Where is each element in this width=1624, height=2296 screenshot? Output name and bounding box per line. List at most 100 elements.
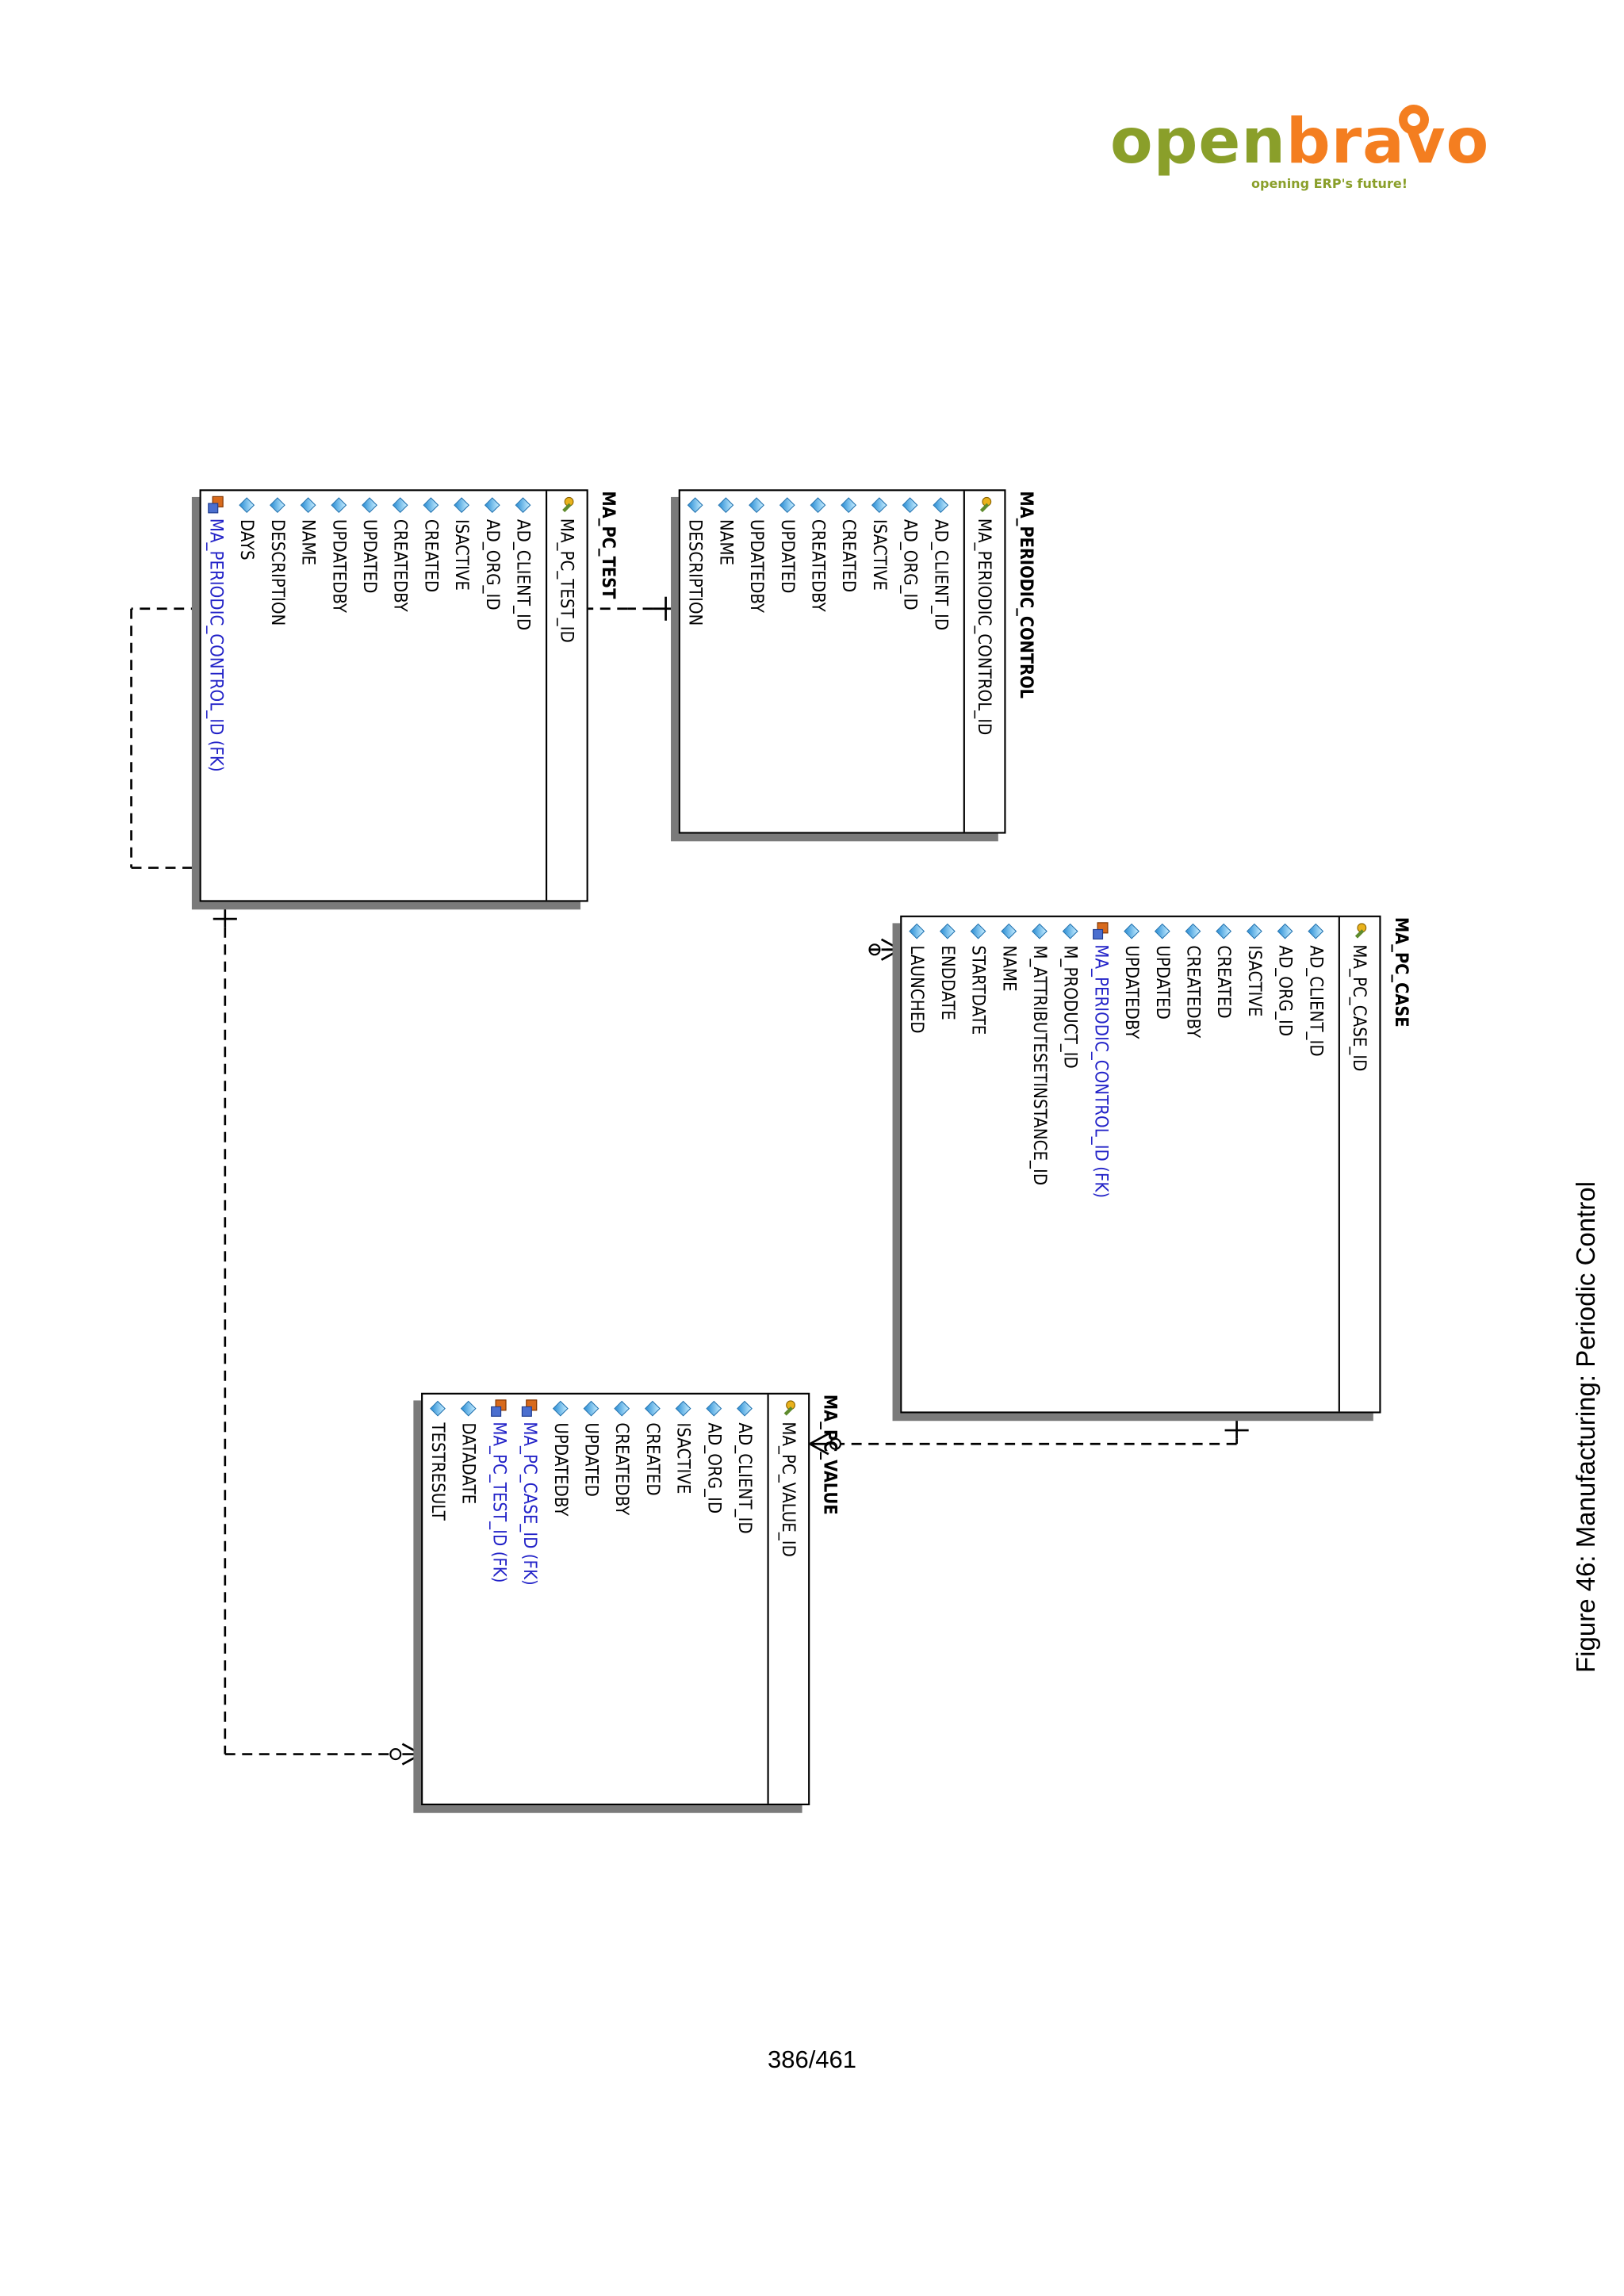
column-name: ISACTIVE xyxy=(451,519,473,591)
table-column: NAME xyxy=(994,917,1025,1412)
column-name: CREATED xyxy=(642,1422,664,1496)
column-name: CREATED xyxy=(838,519,860,593)
column-name: UPDATEDBY xyxy=(1121,945,1143,1039)
attribute-diamond-icon xyxy=(331,497,347,514)
foreign-key-icon xyxy=(1093,922,1110,939)
column-name: LAUNCHED xyxy=(906,945,928,1034)
column-name: UPDATED xyxy=(777,519,799,594)
column-name: STARTDATE xyxy=(968,945,989,1035)
logo-tagline: opening ERP's future! xyxy=(1251,176,1408,191)
attribute-diamond-icon xyxy=(239,497,255,514)
column-name: DATADATE xyxy=(458,1422,480,1505)
table-column: AD_ORG_ID xyxy=(895,491,926,832)
table-column: DESCRIPTION xyxy=(680,491,711,832)
table-ma-periodic-control: MA_PERIODIC_CONTROL MA_PERIODIC_CONTROL_… xyxy=(678,489,1036,834)
optional-circle xyxy=(829,1437,842,1450)
attribute-diamond-icon xyxy=(1063,923,1079,939)
table-column: AD_CLIENT_ID xyxy=(508,491,539,900)
table-column: ISACTIVE xyxy=(864,491,895,832)
column-name: AD_ORG_ID xyxy=(1275,945,1296,1037)
many-crowsfoot xyxy=(401,1753,422,1766)
column-name: UPDATEDBY xyxy=(746,519,768,614)
table-column: NAME xyxy=(711,491,742,832)
column-name: AD_CLIENT_ID xyxy=(1305,945,1327,1057)
column-name: UPDATED xyxy=(581,1422,602,1497)
figure-caption: Figure 46: Manufacturing: Periodic Contr… xyxy=(1570,1181,1600,1673)
attribute-diamond-icon xyxy=(718,497,734,514)
table-column: CREATEDBY xyxy=(385,491,416,900)
table-column: DAYS xyxy=(232,491,262,900)
attribute-diamond-icon xyxy=(1247,923,1263,939)
table-column: AD_CLIENT_ID xyxy=(730,1395,760,1804)
column-name: CREATEDBY xyxy=(390,519,412,612)
table-column: M_ATTRIBUTESETINSTANCE_ID xyxy=(1025,917,1055,1412)
table-column: DESCRIPTION xyxy=(262,491,293,900)
table-column: UPDATED xyxy=(772,491,803,832)
attribute-diamond-icon xyxy=(1277,923,1293,939)
column-name: UPDATED xyxy=(359,519,381,594)
table-column: DATADATE xyxy=(454,1395,485,1804)
attribute-diamond-icon xyxy=(270,497,286,514)
primary-key-name: MA_PC_TEST_ID xyxy=(556,518,577,643)
key-icon xyxy=(976,496,994,514)
openbravo-logo: openbravo opening ERP's future! xyxy=(1110,105,1488,198)
column-name: NAME xyxy=(716,519,737,566)
primary-key-name: MA_PERIODIC_CONTROL_ID xyxy=(974,518,995,736)
attribute-diamond-icon xyxy=(393,497,409,514)
attribute-diamond-icon xyxy=(301,497,317,514)
logo-mark-icon xyxy=(1399,105,1429,135)
table-column: LAUNCHED xyxy=(902,917,933,1412)
attribute-diamond-icon xyxy=(749,497,765,514)
attribute-diamond-icon xyxy=(1185,923,1201,939)
primary-key-row: MA_PERIODIC_CONTROL_ID xyxy=(963,491,1005,832)
column-name: UPDATEDBY xyxy=(550,1422,572,1517)
attribute-diamond-icon xyxy=(933,497,949,514)
column-name: CREATEDBY xyxy=(1183,945,1204,1039)
table-column: NAME xyxy=(293,491,324,900)
column-name: DESCRIPTION xyxy=(267,519,289,626)
attribute-diamond-icon xyxy=(810,497,826,514)
attribute-diamond-icon xyxy=(430,1400,446,1417)
attribute-diamond-icon xyxy=(461,1400,477,1417)
foreign-key-column: MA_PERIODIC_CONTROL_ID (FK) xyxy=(1086,917,1117,1412)
attribute-diamond-icon xyxy=(485,497,501,514)
column-name: UPDATED xyxy=(1152,945,1174,1020)
column-name: ISACTIVE xyxy=(673,1422,695,1494)
table-column: CREATED xyxy=(833,491,864,832)
foreign-key-icon xyxy=(491,1399,508,1417)
table-title: MA_PC_TEST xyxy=(598,491,619,599)
er-diagram: MA_PERIODIC_CONTROL MA_PERIODIC_CONTROL_… xyxy=(130,464,1562,1827)
attribute-diamond-icon xyxy=(676,1400,692,1417)
table-column: CREATEDBY xyxy=(1178,917,1209,1412)
foreign-key-icon xyxy=(208,496,225,514)
column-name: ENDDATE xyxy=(937,945,959,1020)
table-column: STARTDATE xyxy=(963,917,994,1412)
column-name: MA_PC_TEST_ID (FK) xyxy=(489,1422,510,1583)
table-title: MA_PC_VALUE xyxy=(820,1394,841,1515)
column-name: NAME xyxy=(998,945,1020,992)
attribute-diamond-icon xyxy=(1001,923,1017,939)
primary-key-row: MA_PC_VALUE_ID xyxy=(767,1394,809,1804)
many-crowsfoot xyxy=(880,938,901,951)
column-name: AD_ORG_ID xyxy=(900,519,921,610)
column-name: AD_CLIENT_ID xyxy=(930,519,952,631)
column-name: DAYS xyxy=(236,519,258,561)
attribute-diamond-icon xyxy=(841,497,857,514)
many-crowsfoot xyxy=(880,948,901,961)
table-column: ENDDATE xyxy=(933,917,963,1412)
table-column: TESTRESULT xyxy=(423,1395,454,1804)
column-name: AD_CLIENT_ID xyxy=(513,519,534,631)
attribute-diamond-icon xyxy=(584,1400,599,1417)
table-column: UPDATEDBY xyxy=(324,491,354,900)
table-column: AD_ORG_ID xyxy=(1270,917,1301,1412)
attribute-diamond-icon xyxy=(645,1400,661,1417)
primary-key-name: MA_PC_CASE_ID xyxy=(1349,944,1370,1072)
column-name: DESCRIPTION xyxy=(685,519,707,626)
column-name: CREATEDBY xyxy=(611,1422,633,1516)
table-column: CREATED xyxy=(416,491,447,900)
